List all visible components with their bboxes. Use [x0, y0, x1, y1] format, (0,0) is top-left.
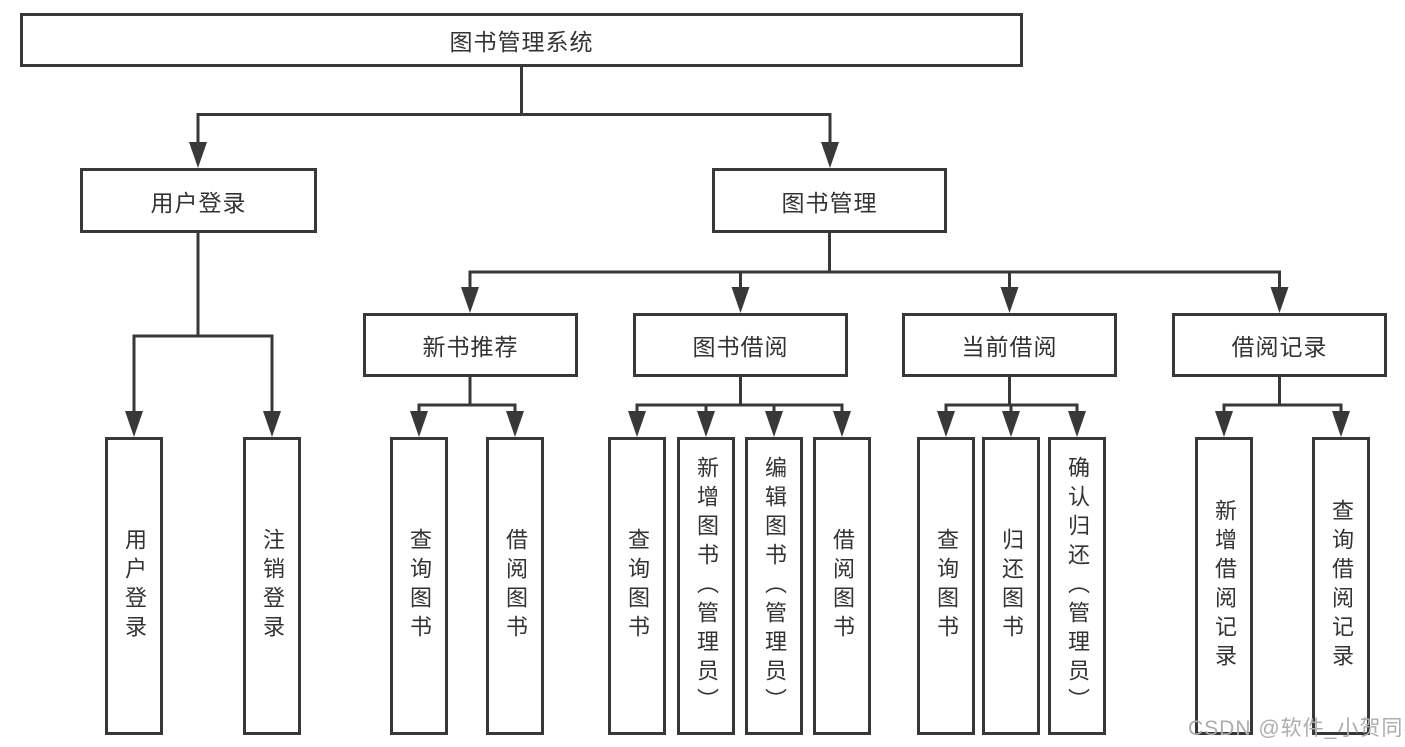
leaf-records-query-borrow-record-label: 查询借阅记录: [1329, 499, 1354, 673]
leaf-borrow-borrow-books: 借阅图书: [813, 437, 871, 735]
leaf-records-add-borrow-record: 新增借阅记录: [1195, 437, 1253, 735]
node-new-book-recommend-label: 新书推荐: [422, 334, 519, 360]
node-current-borrowing-label: 当前借阅: [961, 334, 1058, 360]
leaf-borrow-add-books-admin: 新增图书（管理员）: [677, 437, 735, 735]
leaf-newbook-query-books: 查询图书: [390, 437, 448, 735]
leaf-borrow-edit-books-admin-label: 编辑图书（管理员）: [762, 455, 787, 717]
leaf-user-login: 用户登录: [105, 437, 163, 735]
node-root-label: 图书管理系统: [449, 29, 594, 55]
leaf-records-query-borrow-record: 查询借阅记录: [1312, 437, 1370, 735]
leaf-borrow-add-books-admin-label: 新增图书（管理员）: [694, 455, 719, 717]
leaf-current-confirm-return-admin-label: 确认归还（管理员）: [1065, 455, 1090, 717]
leaf-newbook-borrow-books: 借阅图书: [486, 437, 544, 735]
leaf-records-add-borrow-record-label: 新增借阅记录: [1212, 499, 1237, 673]
leaf-newbook-query-books-label: 查询图书: [407, 528, 432, 644]
node-book-borrowing-label: 图书借阅: [692, 334, 789, 360]
node-user-login: 用户登录: [80, 168, 317, 233]
node-book-management: 图书管理: [712, 168, 947, 233]
leaf-user-login-label: 用户登录: [122, 528, 147, 644]
node-current-borrowing: 当前借阅: [902, 313, 1117, 377]
node-book-management-label: 图书管理: [781, 189, 878, 216]
leaf-newbook-borrow-books-label: 借阅图书: [503, 528, 528, 644]
node-borrowing-records: 借阅记录: [1172, 313, 1387, 377]
leaf-current-confirm-return-admin: 确认归还（管理员）: [1048, 437, 1106, 735]
leaf-borrow-borrow-books-label: 借阅图书: [830, 528, 855, 644]
leaf-borrow-query-books-label: 查询图书: [625, 528, 650, 644]
node-new-book-recommend: 新书推荐: [363, 313, 578, 377]
arrowheads: [125, 142, 1350, 437]
csdn-watermark: CSDN @软件_小贺同学: [1188, 717, 1405, 740]
leaf-borrow-edit-books-admin: 编辑图书（管理员）: [745, 437, 803, 735]
leaf-current-return-books: 归还图书: [982, 437, 1040, 735]
node-root-system: 图书管理系统: [20, 13, 1023, 67]
node-user-login-label: 用户登录: [150, 189, 247, 216]
leaf-current-query-books-label: 查询图书: [934, 528, 959, 644]
leaf-logout-login-label: 注销登录: [260, 528, 285, 644]
node-book-borrowing: 图书借阅: [633, 313, 848, 377]
node-borrowing-records-label: 借阅记录: [1231, 334, 1328, 360]
leaf-borrow-query-books: 查询图书: [608, 437, 666, 735]
leaf-logout-login: 注销登录: [243, 437, 301, 735]
leaf-current-query-books: 查询图书: [917, 437, 975, 735]
leaf-current-return-books-label: 归还图书: [999, 528, 1024, 644]
